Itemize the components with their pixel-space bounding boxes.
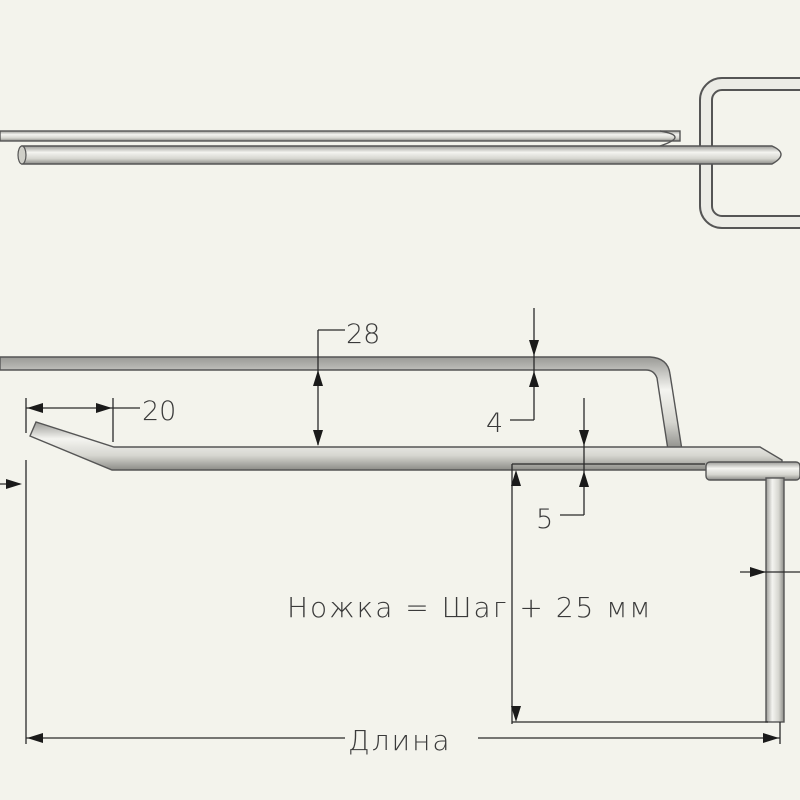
- top-lower-rod: [21, 145, 782, 165]
- side-lower-rod: [29, 421, 783, 471]
- dimensions: 28 20 4 5 Ножка = Шаг + 25 мм: [0, 308, 800, 757]
- dim-20-label: 20: [142, 396, 176, 427]
- dim-5-label: 5: [536, 504, 553, 535]
- side-upper-rod: [0, 356, 683, 451]
- leg-formula-label: Ножка = Шаг + 25 мм: [287, 591, 653, 624]
- dim-4-label: 4: [486, 408, 503, 439]
- dim-28-label: 28: [346, 319, 380, 350]
- top-upper-rod: [0, 130, 681, 142]
- side-leg: [765, 477, 785, 723]
- top-rod-bend: [659, 130, 676, 147]
- top-rod-tip: [17, 145, 27, 165]
- top-view: [0, 77, 800, 229]
- length-label: Длина: [348, 724, 452, 757]
- side-rear-sleeve: [705, 461, 800, 481]
- side-view: [0, 356, 800, 723]
